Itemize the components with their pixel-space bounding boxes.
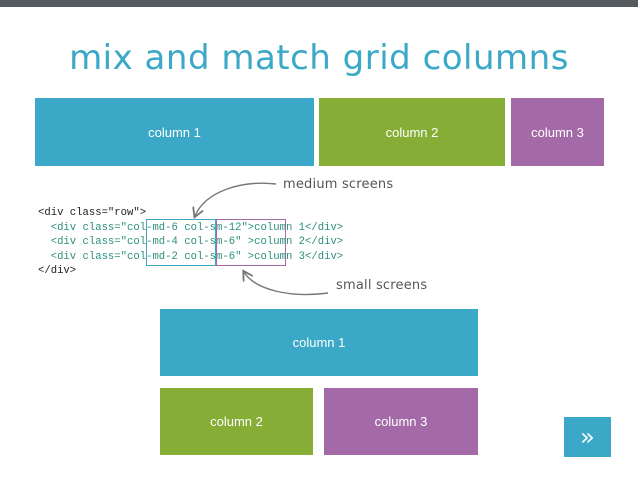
md-column-3: column 3 [511,98,604,166]
slide-title: mix and match grid columns [69,38,569,78]
code-line-5: </div> [38,265,77,277]
md-classes-highlight [146,219,216,266]
sm-column-1: column 1 [160,309,478,376]
code-line-4: <div class="col-md-2 col-sm-6" >column 3… [38,250,344,263]
sm-column-2: column 2 [160,388,313,455]
code-line-3: <div class="col-md-4 col-sm-6" >column 2… [38,236,344,248]
sm-column-2-label: column 2 [210,414,263,429]
small-screens-note: small screens [336,278,428,293]
next-slide-button[interactable]: » [564,417,611,457]
md-column-1-label: column 1 [148,124,201,140]
md-column-3-label: column 3 [531,124,584,140]
sm-column-1-label: column 1 [292,335,346,350]
code-block: <div class="row"> <div class="col-md-6 c… [38,206,343,279]
medium-screens-note: medium screens [283,177,394,192]
md-column-1: column 1 [35,98,314,166]
sm-column-3: column 3 [324,388,478,455]
sm-classes-highlight [216,219,286,266]
sm-column-3-label: column 3 [374,414,428,429]
double-chevron-right-icon: » [580,423,595,451]
md-column-2-label: column 2 [385,124,439,140]
code-line-1: <div class="row"> [38,207,147,219]
top-bar [0,0,638,7]
code-line-2: <div class="col-md-6 col-sm-12">column 1… [38,221,344,234]
md-column-2: column 2 [319,98,505,166]
